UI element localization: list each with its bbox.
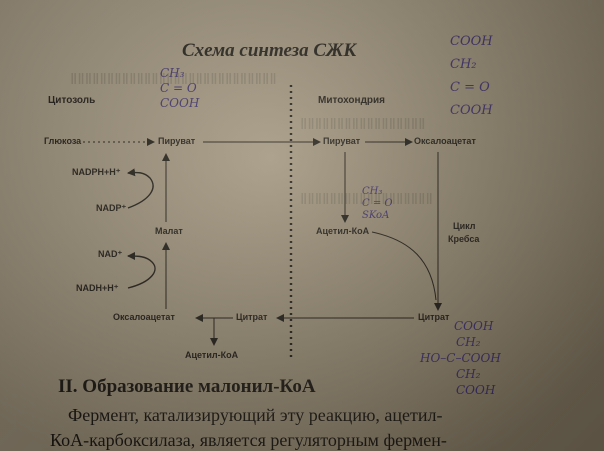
label-krebs-1: Цикл [453, 221, 476, 231]
arrow-nadh-nad [127, 252, 156, 289]
handwritten-acetylcoa-formula: CH₃ C = O SKoA [362, 186, 393, 221]
label-pyruvate-mito: Пируват [323, 136, 361, 146]
label-acetylcoa-cytosol: Ацетил-КоА [185, 350, 239, 360]
label-nadp: NADP⁺ [96, 203, 127, 213]
handwritten-oxaloacetate-formula: COOH CH₂ C = O COOH [450, 34, 493, 118]
label-krebs-2: Кребса [448, 234, 480, 244]
arrow-krebs-curve [371, 231, 437, 301]
body-text-line: Фермент, катализирующий эту реакцию, аце… [68, 405, 443, 425]
handwritten-citrate-formula: COOH CH₂ HO–C–COOH CH₂ COOH [420, 319, 501, 397]
section-heading: II. Образование малонил-КоА [58, 376, 316, 397]
label-citrate-mito: Цитрат [418, 312, 450, 322]
label-mitochondria: Митохондрия [318, 95, 386, 106]
label-oxaloacetate-cytosol: Оксалоацетат [113, 312, 175, 322]
arrow-nadp-nadph [127, 168, 154, 209]
label-oxaloacetate-mito: Оксалоацетат [414, 136, 476, 146]
label-nadph: NADPH+H⁺ [72, 167, 121, 177]
body-text-line: КоА-карбоксилаза, является регуляторным … [50, 430, 447, 450]
label-pyruvate-cytosol: Пируват [158, 136, 196, 146]
handwritten-pyruvate-formula: CH₃ C = O COOH [160, 66, 200, 110]
label-acetylcoa-mito: Ацетил-КоА [316, 226, 370, 236]
label-citrate-cytosol: Цитрат [236, 312, 268, 322]
label-nad: NAD⁺ [98, 249, 123, 259]
label-nadh: NADH+H⁺ [76, 283, 119, 293]
label-cytosol: Цитозоль [48, 95, 96, 106]
label-glucose: Глюкоза [44, 136, 82, 146]
bleed-through-text: ⅡⅡⅡⅡⅡⅡⅡⅡⅡⅡⅡⅡⅡⅡⅡⅡⅡⅡⅡⅡⅡⅡⅡⅡⅡⅡⅡⅡ [70, 72, 277, 88]
label-malate: Малат [155, 226, 183, 236]
bleed-through-text: ⅡⅡⅡⅡⅡⅡⅡⅡⅡⅡⅡⅡⅡⅡⅡⅡⅡⅡ [300, 192, 433, 208]
diagram-title: Схема синтеза СЖК [182, 40, 357, 61]
bleed-through-text: ⅡⅡⅡⅡⅡⅡⅡⅡⅡⅡⅡⅡⅡⅡⅡⅡⅡ [300, 117, 426, 133]
